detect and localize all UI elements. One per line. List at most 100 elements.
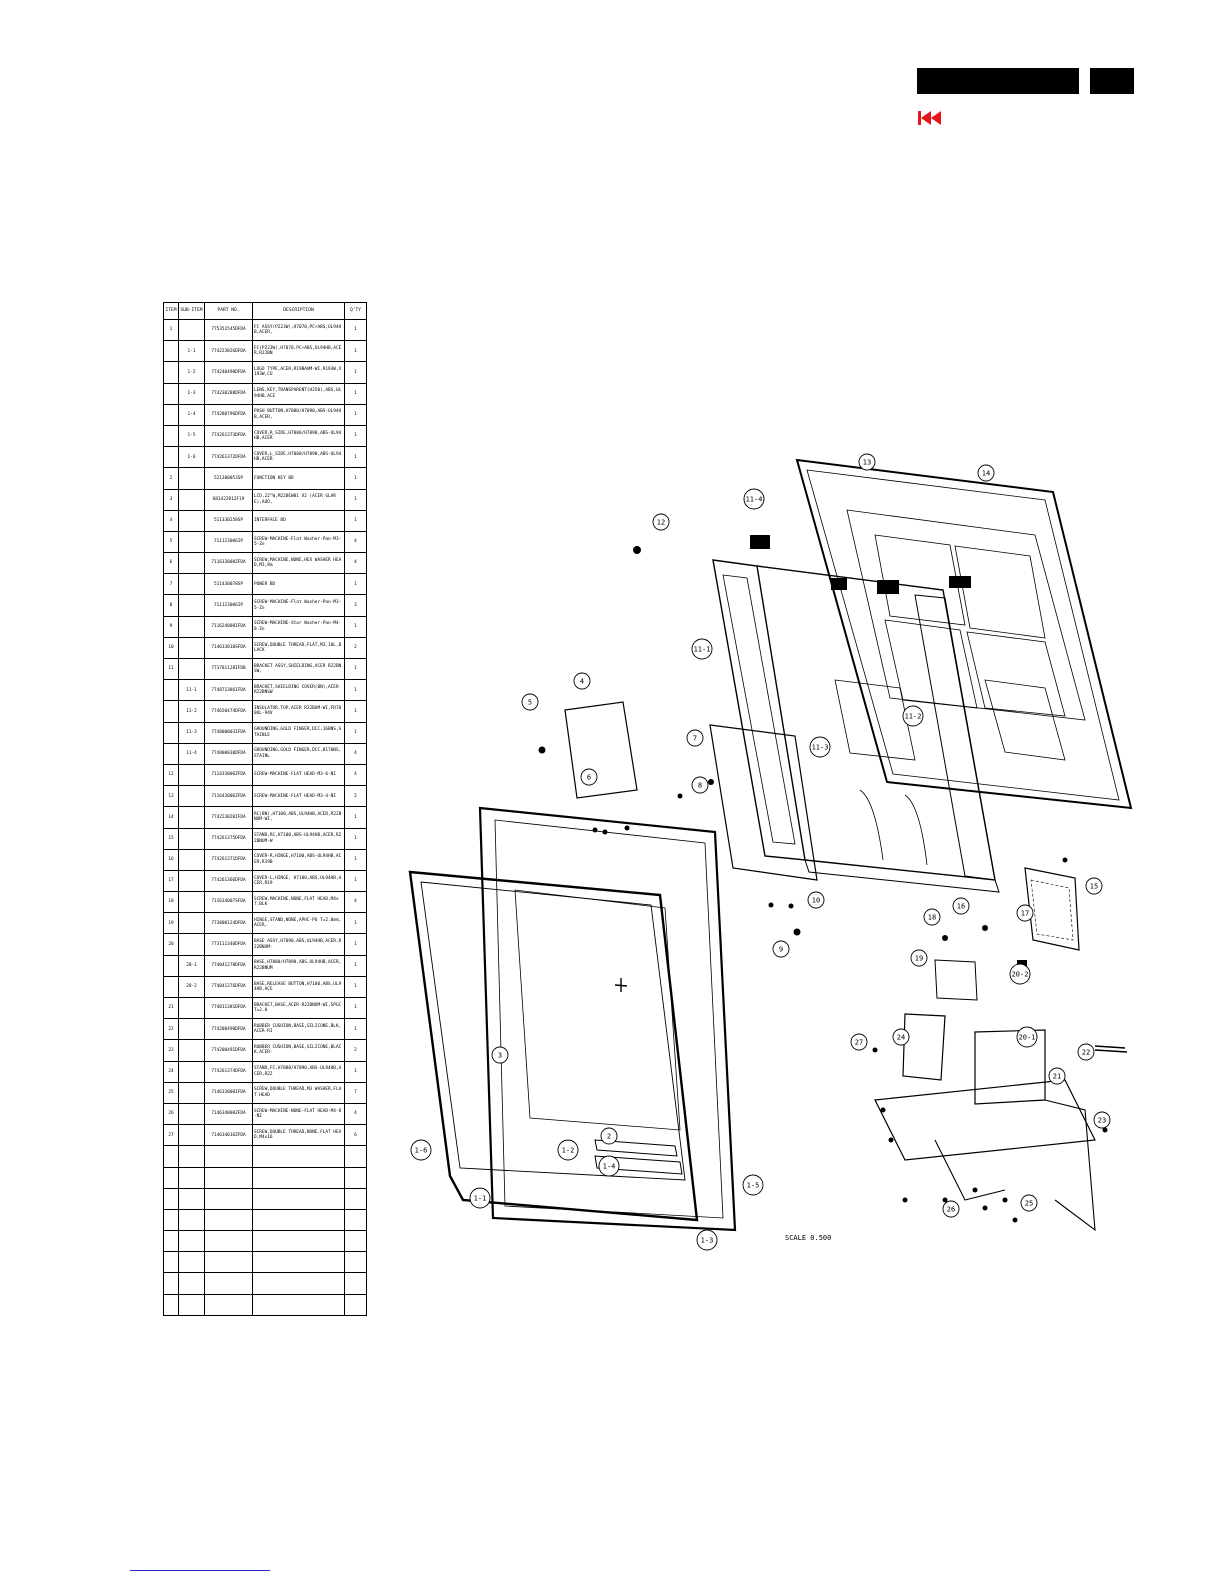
col-sub-item-cell (178, 1060, 205, 1083)
col-part-no-cell: 774041276DFDA (204, 975, 253, 999)
col-part-no-cell (204, 1187, 253, 1210)
col-qty-cell: 1 (344, 700, 367, 723)
callout-label: 4 (580, 678, 584, 686)
callout-label: 1-3 (701, 1237, 714, 1245)
col-item-cell (163, 1293, 179, 1316)
col-sub-item-cell (178, 318, 205, 342)
col-description-cell: INSULATOR,TOP,ACER R22BUM-WI,FR700UL-94V (252, 700, 345, 723)
col-part-no-cell: 774261375DFDA (204, 827, 253, 850)
col-description-cell: COVER-R,HINGE,H7100,ABS-UL94HB,ACER,R19B (252, 848, 345, 871)
col-item-cell: 4 (163, 509, 179, 532)
col-item-cell: 23 (163, 1039, 179, 1062)
col-item-cell: 24 (163, 1060, 179, 1083)
col-item-cell: 12 (163, 763, 179, 787)
col-part-no-cell: 711624008IFDA (204, 615, 253, 638)
callout-label: 8 (698, 782, 702, 790)
col-item-cell (163, 721, 179, 744)
table-row (163, 1187, 367, 1210)
col-qty-cell: 1 (344, 361, 367, 384)
col-description-cell: SCREW-MACHINE-Flat Washer-Pan-M3-5-Zn (252, 530, 345, 554)
col-qty-cell: 1 (344, 848, 367, 871)
col-sub-item-cell (178, 785, 205, 808)
col-part-no-cell: 711633008ZFDA (204, 552, 253, 575)
col-sub-item-cell (178, 467, 205, 490)
col-part-no-cell: 521380053SP (204, 467, 253, 490)
col-part-no-cell: 773800124DFDA (204, 912, 253, 935)
col-sub-item-cell (178, 488, 205, 511)
col-item-cell (163, 954, 179, 977)
col-description-cell: RC(BN),H7100,ABS,UL94HB,ACER,R22BNUM-WI, (252, 806, 345, 829)
col-item-cell (163, 1187, 179, 1210)
col-item-cell: 17 (163, 869, 179, 893)
callout-label: 17 (1021, 910, 1029, 918)
col-sub-item-cell (178, 1166, 205, 1189)
callout-27: 27 (850, 1033, 868, 1051)
col-description-cell: LENS,KEY,TRANSPARENT(H250),ABS,UL94HB,AC… (252, 382, 345, 405)
table-row (163, 1145, 367, 1168)
callout-label: 13 (863, 459, 871, 467)
col-part-no-cell: 774261373DFDA (204, 424, 253, 448)
callout-label: 18 (928, 914, 936, 922)
callout-label: 6 (587, 774, 591, 782)
col-sub-item-cell (178, 1208, 205, 1232)
col-part-no-cell: 774280796DFDA (204, 403, 253, 426)
col-qty-cell: 1 (344, 954, 367, 977)
callout-label: 3 (498, 1052, 502, 1060)
col-sub-item-cell (178, 1124, 205, 1147)
col-item-cell (163, 1272, 179, 1295)
col-item-cell: 18 (163, 891, 179, 914)
callout-label: 1-6 (415, 1147, 428, 1155)
col-item-cell: 25 (163, 1081, 179, 1104)
col-part-no-cell (204, 1272, 253, 1295)
callout-18: 18 (923, 908, 941, 926)
col-description-cell (252, 1251, 345, 1274)
col-sub-item-cell (178, 763, 205, 787)
col-qty-cell: 1 (344, 975, 367, 999)
col-description-cell: LOGO TYPE,ACER,R19BAUM-WI,R193W,X193W,CU (252, 361, 345, 384)
col-part-no-cell: 714634008ZFDA (204, 1102, 253, 1126)
col-sub-item-cell: 11-4 (178, 742, 205, 765)
callout-label: 16 (957, 903, 965, 911)
callout-11-2: 11-2 (902, 705, 924, 727)
col-item-cell: 22 (163, 1018, 179, 1041)
table-row (163, 1208, 367, 1232)
col-qty-cell: 1 (344, 679, 367, 702)
exploded-view-drawing: 1-11-21-31-41-51-6234567891011-111-211-3… (408, 453, 1133, 1251)
callout-label: 1-5 (747, 1182, 760, 1190)
col-sub-item-cell: 1-1 (178, 340, 205, 363)
col-qty-cell (344, 1293, 367, 1316)
col-description-cell: BRACKET,BASE,ACER-R22BNUM-WI,SPGC T=2.0 (252, 996, 345, 1020)
callout-label: 9 (779, 946, 783, 954)
back-to-start-icon[interactable] (918, 110, 944, 126)
col-description-cell: BRACKET ASSY,SHIELDING,ACER R22BNSW, (252, 657, 345, 681)
callout-label: 23 (1098, 1117, 1106, 1125)
callout-label: 22 (1082, 1049, 1090, 1057)
col-qty-cell: 4 (344, 530, 367, 554)
col-description-cell: BASE ASSY,H7090,ABS,UL94HB,ACER,R22BNUM- (252, 933, 345, 956)
col-sub-item-cell (178, 1251, 205, 1274)
callout-label: 2 (607, 1133, 611, 1141)
callout-label: 20-1 (1019, 1034, 1036, 1042)
col-qty-cell: 1 (344, 340, 367, 363)
col-qty-cell: 1 (344, 403, 367, 426)
callout-5: 5 (521, 693, 539, 711)
col-item-cell: 19 (163, 912, 179, 935)
callout-22: 22 (1077, 1043, 1095, 1061)
table-row (163, 1251, 367, 1274)
col-part-no-cell: 774223826DFDA (204, 340, 253, 363)
col-part-no-cell: 774800030DFDA (204, 742, 253, 765)
col-description-cell: SCREW,DOUBLE THREAD,FLAT,M3,10L,BLACK (252, 636, 345, 660)
footer-link-underline[interactable] (130, 1570, 270, 1571)
